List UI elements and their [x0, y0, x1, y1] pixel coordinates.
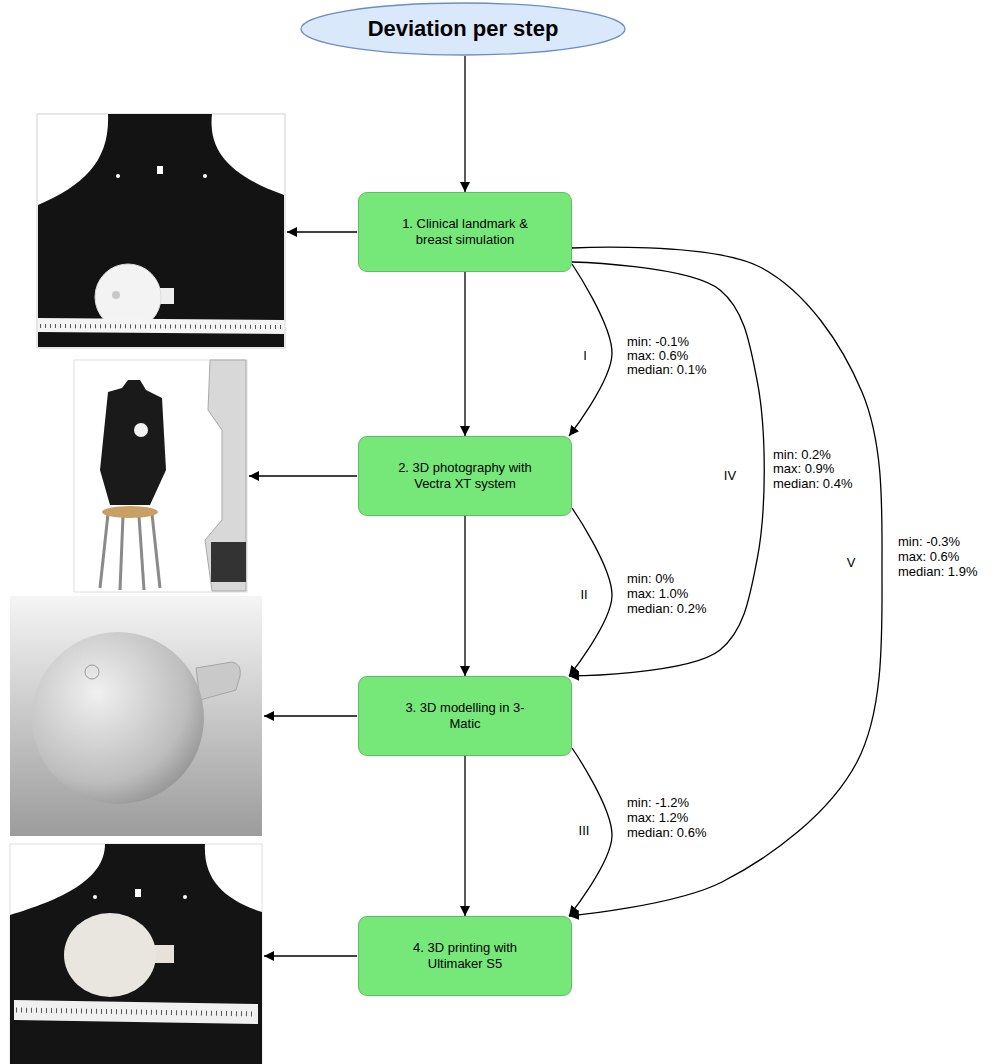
stool-seat [102, 506, 158, 518]
statistic-text: max: 0.9% [773, 461, 834, 476]
measuring-tape [38, 318, 284, 334]
torso [10, 844, 262, 1064]
breast-simulation [134, 423, 148, 437]
torso [38, 114, 284, 347]
photo-pointer [287, 231, 357, 232]
statistic-text: min: -0.3% [898, 534, 960, 549]
step-text: 2. 3D photography with Vectra XT system [395, 460, 535, 492]
process-box: 3. 3D modelling in 3-Matic [358, 676, 572, 756]
landmark-marker [135, 889, 141, 897]
edge-label: IV [722, 468, 738, 483]
landmark-marker [116, 174, 120, 178]
photo-pointer [249, 475, 357, 476]
landmark-marker [203, 174, 207, 178]
statistic-text: median: 0.4% [773, 476, 853, 491]
process-box: 4. 3D printing with Ultimaker S5 [358, 916, 572, 996]
step-text: 1. Clinical landmark & breast simulation [395, 216, 535, 248]
statistic-text: median: 0.6% [627, 825, 707, 840]
stool-leg [152, 514, 160, 588]
stool-leg [139, 516, 144, 590]
photo-frame [74, 360, 247, 592]
title-text: Deviation per step [368, 16, 559, 42]
connector-arrow [464, 56, 465, 192]
nipple-marker [85, 665, 99, 679]
landmark-marker [93, 895, 97, 899]
camera-base [211, 542, 246, 582]
nipple-marker [112, 291, 120, 299]
breast-model [32, 632, 204, 804]
connector-arrow [569, 508, 612, 676]
stool-leg [100, 514, 108, 588]
connector-arrow [464, 756, 465, 916]
connector-arrow [569, 262, 764, 676]
statistic-text: max: 1.2% [627, 810, 688, 825]
connector-arrow [569, 748, 612, 916]
connector-arrow [464, 516, 465, 676]
statistic-text: min: -0.1% [627, 334, 689, 349]
landmark-marker [157, 166, 163, 174]
statistic-text: min: -1.2% [627, 795, 689, 810]
stool-leg [120, 516, 123, 590]
title-ellipse: Deviation per step [300, 2, 626, 56]
photo-pointer [264, 715, 357, 716]
step-text: 3. 3D modelling in 3-Matic [395, 700, 535, 732]
printed-photo [10, 844, 262, 1064]
statistic-text: median: 1.9% [898, 564, 978, 579]
connector-arrow [464, 272, 465, 436]
statistic-text: median: 0.2% [627, 601, 707, 616]
statistic-text: min: 0% [627, 571, 674, 586]
step-text: 4. 3D printing with Ultimaker S5 [395, 940, 535, 972]
statistic-text: max: 0.6% [898, 549, 959, 564]
camera-photo [74, 360, 247, 592]
edge-label: V [845, 555, 858, 570]
ellipse-shape [301, 3, 625, 55]
statistic-text: max: 0.6% [627, 348, 688, 363]
tape-ticks [16, 1010, 256, 1014]
connector-arrow [569, 264, 612, 436]
photo-frame [37, 114, 285, 348]
edge-label: II [578, 587, 589, 602]
mannequin-photo [37, 114, 285, 348]
printed-breast [64, 913, 156, 997]
photo-frame [10, 844, 262, 1064]
model-tab [196, 662, 240, 700]
render-background [10, 596, 262, 836]
model-render [10, 596, 262, 836]
statistic-text: median: 0.1% [627, 362, 707, 377]
edge-label: I [581, 348, 589, 363]
connector-arrow [569, 247, 882, 916]
landmark-marker [183, 895, 187, 899]
process-box: 2. 3D photography with Vectra XT system [358, 436, 572, 516]
statistic-text: min: 0.2% [773, 447, 831, 462]
edge-label: III [577, 823, 592, 838]
photo-pointer [264, 955, 357, 956]
statistic-text: max: 1.0% [627, 586, 688, 601]
process-box: 1. Clinical landmark & breast simulation [358, 192, 572, 272]
torso [100, 380, 166, 505]
tape-ticks [40, 326, 282, 327]
camera-system [205, 360, 246, 591]
measuring-tape [14, 1000, 258, 1024]
